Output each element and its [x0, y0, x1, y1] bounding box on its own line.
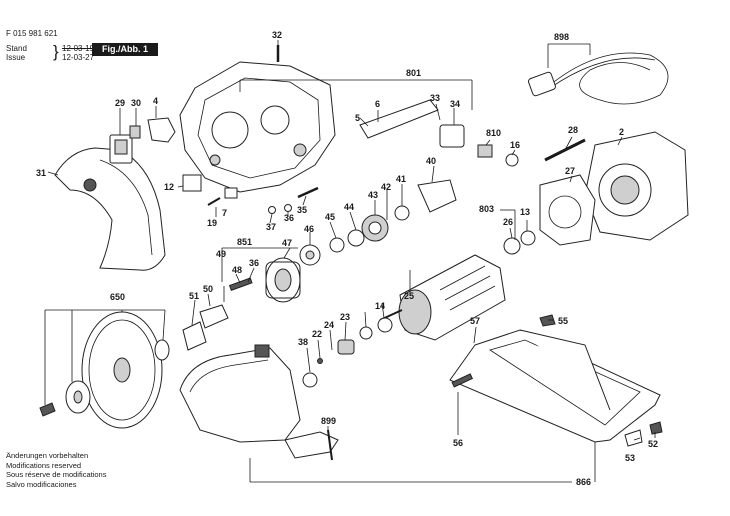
- spindle-parts: [302, 317, 393, 388]
- part-label-24: 24: [324, 320, 334, 330]
- part-label-38: 38: [298, 337, 308, 347]
- part-label-30: 30: [131, 98, 141, 108]
- part-label-650: 650: [110, 292, 125, 302]
- leader-lines: [44, 40, 656, 483]
- part-label-851: 851: [237, 237, 252, 247]
- note-en: Modifications reserved: [6, 460, 82, 470]
- brace: }: [53, 42, 59, 61]
- part-label-46: 46: [304, 224, 314, 234]
- issue-date: 12-03-27: [62, 53, 95, 62]
- notes: Änderungen vorbehalten Modifications res…: [6, 451, 106, 489]
- stand-label: Stand: [6, 44, 27, 53]
- issue-label: Issue: [6, 53, 26, 62]
- part-label-32: 32: [272, 30, 282, 40]
- top-parts-32-7-19: [182, 45, 319, 214]
- guard: [179, 344, 301, 443]
- part-label-44: 44: [344, 202, 354, 212]
- part-label-803: 803: [479, 204, 494, 214]
- stand-date: 12-03-19: [62, 44, 95, 53]
- note-de: Änderungen vorbehalten: [6, 451, 89, 460]
- part-label-40: 40: [426, 156, 436, 166]
- cord-898: [527, 52, 669, 105]
- part-label-37: 37: [266, 222, 276, 232]
- note-fr: Sous réserve de modifications: [6, 470, 107, 479]
- part-label-801: 801: [406, 68, 421, 78]
- part-labels: 32 898 801 29 30 4 6 33 34 5 810 28 2 16…: [36, 30, 658, 487]
- part-label-29: 29: [115, 98, 125, 108]
- part-label-25: 25: [404, 291, 414, 301]
- blade-650: [39, 311, 170, 429]
- part-label-16: 16: [510, 140, 520, 150]
- part-label-52: 52: [648, 439, 658, 449]
- part-label-48: 48: [232, 265, 242, 275]
- depth-adjust-899: [284, 429, 339, 461]
- part-label-47: 47: [282, 238, 292, 248]
- part-label-42: 42: [381, 182, 391, 192]
- part-label-56: 56: [453, 438, 463, 448]
- motor-housing-801: [179, 61, 336, 193]
- part-label-27: 27: [565, 166, 575, 176]
- part-label-13: 13: [520, 207, 530, 217]
- part-label-45: 45: [325, 212, 335, 222]
- part-label-19: 19: [207, 218, 217, 228]
- part-label-55: 55: [558, 316, 568, 326]
- base-plate-866: [449, 314, 663, 447]
- part-label-57: 57: [470, 316, 480, 326]
- part-label-2: 2: [619, 127, 624, 137]
- document-code: F 015 981 621: [6, 29, 58, 38]
- part-label-51: 51: [189, 291, 199, 301]
- figure-label: Fig./Abb. 1: [92, 43, 158, 56]
- part-label-4: 4: [153, 96, 158, 106]
- part-label-899: 899: [321, 416, 336, 426]
- armature-803: [379, 230, 536, 341]
- part-label-23: 23: [340, 312, 350, 322]
- part-label-53: 53: [625, 453, 635, 463]
- part-label-50: 50: [203, 284, 213, 294]
- note-es: Salvo modificaciones: [6, 479, 77, 489]
- part-label-810: 810: [486, 128, 501, 138]
- part-label-898: 898: [554, 32, 569, 42]
- part-label-35: 35: [297, 205, 307, 215]
- brush-holder-27: [539, 174, 596, 246]
- gear-train: [299, 179, 457, 266]
- part-label-36: 36: [249, 258, 259, 268]
- part-label-34: 34: [450, 99, 460, 109]
- shaft-parts: [359, 99, 586, 167]
- parts-29-30-4: [109, 117, 176, 164]
- part-label-43: 43: [368, 190, 378, 200]
- part-label-22: 22: [312, 329, 322, 339]
- part-label-5: 5: [355, 113, 360, 123]
- part-label-12: 12: [164, 182, 174, 192]
- part-label-33: 33: [430, 93, 440, 103]
- part-label-31: 31: [36, 168, 46, 178]
- part-label-7: 7: [222, 208, 227, 218]
- part-label-6: 6: [375, 99, 380, 109]
- bearing-housing-47: [265, 257, 301, 303]
- handle-31: [54, 147, 166, 271]
- part-label-49: 49: [216, 249, 226, 259]
- flange-parts-48-51: [182, 277, 253, 351]
- part-label-26: 26: [503, 217, 513, 227]
- part-label-14: 14: [375, 301, 385, 311]
- part-label-866: 866: [576, 477, 591, 487]
- part-label-36b: 36: [284, 213, 294, 223]
- stator-2: [584, 131, 689, 241]
- part-label-41: 41: [396, 174, 406, 184]
- part-label-28: 28: [568, 125, 578, 135]
